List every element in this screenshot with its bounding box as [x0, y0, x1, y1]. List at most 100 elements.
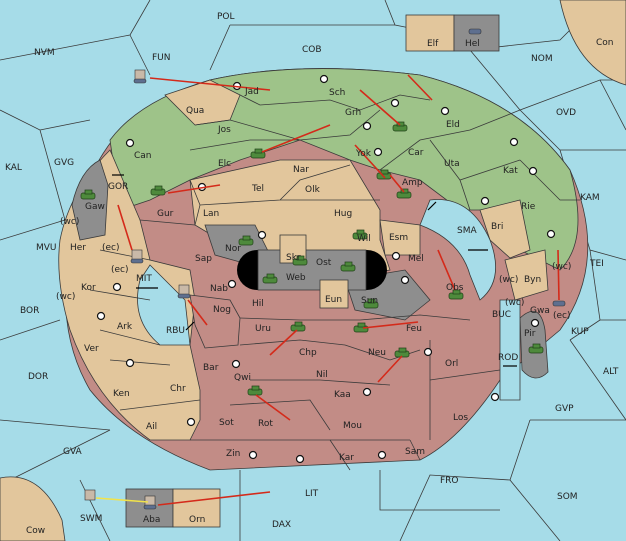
army-icon[interactable]: [396, 188, 412, 199]
label-mou: Mou: [343, 421, 362, 431]
supply-center: [248, 450, 258, 460]
label-cow: Cow: [26, 526, 45, 536]
province-bri[interactable]: [479, 199, 531, 259]
label-her: Her: [70, 243, 86, 253]
label-rot: Rot: [258, 419, 273, 429]
supply-center: [423, 347, 433, 357]
label-mvu: MVU: [36, 243, 57, 253]
label-dor: DOR: [28, 372, 48, 382]
label-wil: Wil: [357, 234, 371, 244]
army-icon[interactable]: [528, 343, 544, 354]
army-icon[interactable]: [340, 261, 356, 272]
label-con: Con: [596, 38, 614, 48]
label-olk: Olk: [305, 185, 321, 195]
label-lit: LIT: [305, 489, 319, 499]
label-uta: Uta: [444, 159, 460, 169]
label-rod: ROD: [498, 353, 518, 363]
label-dax: DAX: [272, 520, 291, 530]
label-neu: Neu: [368, 348, 386, 358]
province-elf[interactable]: [405, 14, 455, 52]
army-icon[interactable]: [352, 229, 368, 240]
army-icon[interactable]: [80, 189, 96, 200]
label-car: Car: [408, 148, 424, 158]
label-orn: Orn: [189, 515, 205, 525]
order-arrow: [389, 174, 405, 193]
supply-center: [546, 229, 556, 239]
label-los: Los: [453, 413, 468, 423]
army-icon[interactable]: [238, 235, 254, 246]
coast-note: (ec): [111, 265, 129, 275]
label-hug: Hug: [334, 209, 352, 219]
label-chr: Chr: [170, 384, 186, 394]
label-bar: Bar: [203, 363, 219, 373]
label-nom: NOM: [531, 54, 553, 64]
label-can: Can: [134, 151, 152, 161]
supply-center: [490, 392, 500, 402]
label-gvg: GVG: [54, 158, 74, 168]
fleet-icon[interactable]: [143, 495, 157, 510]
label-kam: KAM: [580, 193, 600, 203]
order-arrow: [407, 74, 433, 101]
coast-note: (wc): [505, 298, 524, 308]
label-nog: Nog: [213, 305, 231, 315]
province-cow[interactable]: [0, 476, 66, 541]
province-orn[interactable]: [172, 488, 221, 528]
label-alt: ALT: [603, 367, 619, 377]
label-orl: Orl: [445, 359, 458, 369]
fleet-icon[interactable]: [468, 28, 482, 35]
label-cob: COB: [302, 45, 322, 55]
label-ail: Ail: [146, 422, 157, 432]
sea-rbu-mit: [137, 264, 191, 346]
army-icon[interactable]: [262, 273, 278, 284]
label-amp: Amp: [402, 178, 423, 188]
province-eun[interactable]: [319, 279, 349, 309]
label-zin: Zin: [226, 449, 240, 459]
sea-rod: [499, 299, 521, 401]
province-byn[interactable]: [504, 249, 549, 301]
army-icon[interactable]: [363, 298, 379, 309]
fleet-icon[interactable]: [552, 300, 566, 307]
order-arrow: [117, 204, 133, 251]
label-ark: Ark: [117, 322, 133, 332]
army-icon[interactable]: [392, 121, 408, 132]
army-icon[interactable]: [250, 148, 266, 159]
province-nog[interactable]: [189, 294, 241, 349]
supply-center: [528, 166, 538, 176]
label-eld: Eld: [446, 120, 460, 130]
fleet-icon[interactable]: [133, 69, 147, 84]
label-sot: Sot: [219, 418, 234, 428]
province-gaw[interactable]: [71, 159, 109, 241]
label-hil: Hil: [252, 299, 264, 309]
supply-centers: [96, 74, 556, 464]
coast-note: (wc): [56, 292, 75, 302]
map-labels: POL NVM FUN COB NOM Con OVD KAL GVG KAM …: [5, 12, 619, 536]
army-icon[interactable]: [448, 289, 464, 300]
label-lan: Lan: [203, 209, 219, 219]
supply-center: [362, 121, 372, 131]
order-arrow: [437, 249, 456, 291]
label-aba: Aba: [143, 515, 160, 525]
order-arrow: [157, 491, 271, 506]
army-icon[interactable]: [292, 255, 308, 266]
fleet-icon[interactable]: [177, 284, 191, 299]
label-kat: Kat: [503, 166, 518, 176]
label-gaw: Gaw: [85, 202, 105, 212]
label-feu: Feu: [406, 324, 422, 334]
label-uru: Uru: [255, 324, 271, 334]
coast-note: (ec): [102, 243, 120, 253]
sea-sma: [419, 199, 496, 301]
supply-center: [295, 454, 305, 464]
fleet-icon[interactable]: [130, 249, 144, 264]
label-mit: MIT: [136, 274, 152, 284]
army-icon[interactable]: [247, 385, 263, 396]
label-web: Web: [286, 273, 306, 283]
army-icon[interactable]: [290, 321, 306, 332]
label-kar: Kar: [339, 453, 354, 463]
province-esm[interactable]: [379, 219, 421, 256]
fleet-icon[interactable]: [84, 489, 96, 501]
label-buc: BUC: [492, 310, 511, 320]
army-icon[interactable]: [150, 185, 166, 196]
supply-center: [373, 147, 383, 157]
